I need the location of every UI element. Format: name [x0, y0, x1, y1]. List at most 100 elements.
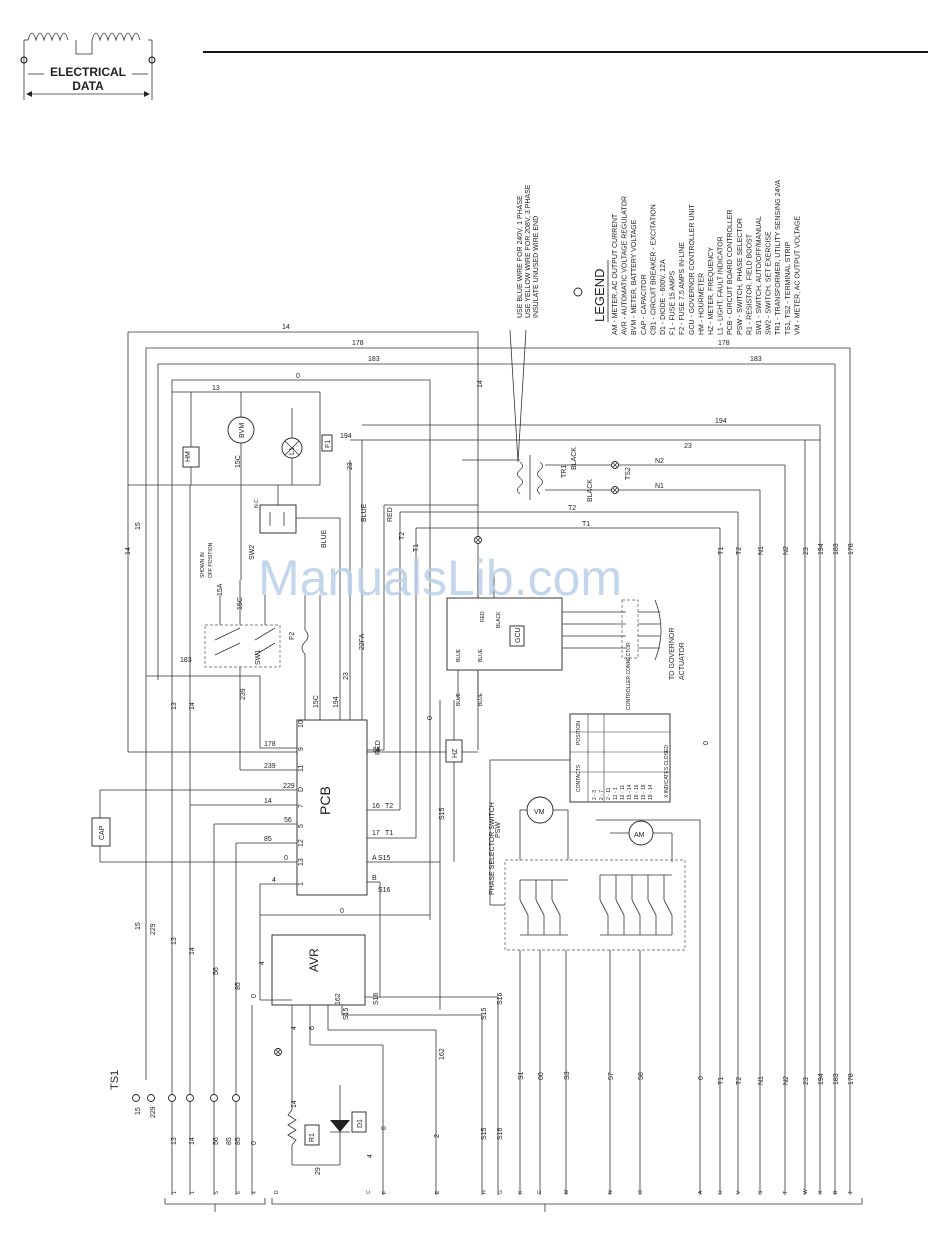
wire-label-4-pcb: 4 [272, 877, 276, 884]
notes-block: USE BLUE WIRE FOR 240V, 1 PHASE USE YELL… [517, 184, 540, 318]
svg-text:U: U [718, 1190, 724, 1194]
svg-text:13: 13 [298, 858, 305, 866]
gcu-label: GCU [515, 627, 522, 643]
bottom-terminal-pins: D C F E H G K C M N O A U V S T W X B J [274, 1189, 854, 1194]
wire-label-13-v: 13 [171, 702, 178, 710]
svg-text:T: T [783, 1191, 789, 1194]
legend-item: F2 - FUSE 7.5 AMPS IN-LINE [679, 242, 686, 335]
wire-label-15a: 15A [217, 583, 224, 596]
legend-item: TS1, TS2 - TERMINAL STRIP [785, 241, 792, 335]
wire-label-15c-sw1: 15C [237, 597, 244, 610]
svg-text:0: 0 [698, 1076, 705, 1080]
pcb-left-pins: 10 9 11 D 7 5 12 13 1 [298, 720, 305, 886]
voltmeter [519, 796, 569, 860]
legend-item: L1 - LIGHT, FAULT INDICATOR [718, 236, 725, 335]
svg-text:USE BLUE WIRE FOR 240V, 1 PHAS: USE BLUE WIRE FOR 240V, 1 PHASE [517, 195, 524, 318]
wire-label-194-bus: 194 [818, 543, 825, 555]
svg-text:N: N [608, 1190, 614, 1194]
wire-label-red-top: RED [387, 507, 394, 522]
svg-text:X: X [818, 1190, 824, 1194]
svg-text:5: 5 [298, 824, 305, 828]
terminal-strip-ts2 [611, 461, 785, 494]
svg-text:N1: N1 [758, 1076, 765, 1085]
pcb-left-wires [99, 769, 297, 1095]
gcu-black-label: BLACK [496, 611, 502, 628]
contacts-table-rows: 2 - 3 2 - 7 2 - 11 12 - 1 12 - 11 15 - 1… [592, 784, 654, 800]
ts1-terminals [132, 999, 292, 1195]
svg-text:19 - 18: 19 - 18 [641, 784, 647, 800]
transformer-tr1 [462, 329, 615, 500]
svg-text:13: 13 [171, 1137, 178, 1145]
legend-item: TR1 - TRANSFORMER, UTILITY SENSING 24VA [775, 179, 782, 335]
wire-label-23-bus: 23 [803, 547, 810, 555]
svg-text:F: F [382, 1191, 388, 1194]
wire-label-183-right: 183 [750, 356, 762, 363]
wire-label-194-pcb: 194 [333, 696, 340, 708]
legend-title: LEGEND [592, 269, 607, 322]
sw1-label: SW1 [255, 650, 262, 665]
svg-text:S1: S1 [518, 1071, 525, 1080]
svg-text:19 - 14: 19 - 14 [648, 784, 654, 800]
wire-label-s16-avr: S16 [373, 992, 380, 1005]
svg-text:14: 14 [189, 1137, 196, 1145]
svg-text:J: J [848, 1191, 854, 1194]
svg-text:T2: T2 [736, 1077, 743, 1085]
d1-label: D1 [357, 1119, 364, 1128]
wire-label-183-bus: 183 [833, 543, 840, 555]
wire-label-14-v: 14 [125, 547, 132, 555]
svg-text:USE YELLOW WIRE FOR 208V, 3 PH: USE YELLOW WIRE FOR 208V, 3 PHASE [525, 184, 532, 318]
contacts-table [569, 713, 671, 803]
diode-d1 [330, 1085, 367, 1165]
ts1-label: TS1 [109, 1070, 121, 1090]
svg-text:12 - 11: 12 - 11 [620, 785, 626, 800]
legend-item: BVM - METER, BATTERY VOLTAGE [631, 219, 638, 335]
wire-label-s15: S15 [378, 855, 391, 862]
wire-label-red: RED [375, 740, 382, 755]
wire-label-0-ts1: 0 [251, 994, 258, 998]
wire-label-n2: N2 [655, 458, 664, 465]
svg-text:29: 29 [315, 1167, 322, 1175]
wire-label-178-right: 178 [718, 340, 730, 347]
wire-label-229-ts1: 229 [150, 923, 157, 935]
svg-text:H: H [482, 1190, 488, 1194]
svg-text:00: 00 [538, 1072, 545, 1080]
svg-text:4: 4 [367, 1154, 374, 1158]
right-bus [596, 348, 851, 1195]
bvm-label: BVM [239, 423, 246, 438]
wire-label-14-right: 14 [477, 380, 484, 388]
phase-selector-switch [489, 759, 686, 1195]
svg-text:C: C [537, 1190, 543, 1194]
f1-label: F1 [325, 440, 332, 448]
gcu-blue-label-3: BLUE [456, 692, 462, 706]
svg-text:15 - 16: 15 - 16 [634, 784, 640, 800]
wire-label-162: 162 [335, 993, 342, 1005]
legend-item: F1 - FUSE 15 AMPS [670, 270, 677, 335]
svg-text:58: 58 [638, 1072, 645, 1080]
svg-text:W: W [803, 1189, 809, 1194]
pcb-pin-a: A [372, 855, 377, 862]
header-title-line2: DATA [72, 79, 104, 93]
svg-text:D: D [298, 787, 305, 792]
wire-label-194-right: 194 [715, 418, 727, 425]
svg-text:2: 2 [434, 1134, 441, 1138]
tr1-label: TR1 [561, 465, 568, 478]
actuator-label: ACTUATOR [679, 642, 686, 680]
wire-label-0-v: 0 [427, 716, 434, 720]
wire-label-239: 239 [240, 688, 247, 700]
ts2-label: TS2 [625, 467, 632, 480]
wire-label-15c-pcb: 15C [313, 695, 320, 708]
legend-item: D1 - DIODE - 600V, 12A [660, 259, 667, 335]
legend-item: HZ - METER, FREQUENCY [708, 247, 715, 335]
gcu-red-label: RED [480, 611, 486, 622]
wire-label-162-bus: 162 [439, 1048, 446, 1060]
svg-text:S16: S16 [497, 1127, 504, 1140]
psw-title: PHASE SELECTOR SWITCH [489, 802, 496, 895]
svg-text:5: 5 [214, 1191, 220, 1194]
frequency-meter [445, 700, 463, 862]
svg-text:C: C [366, 1190, 372, 1194]
ts1-term-229: 229 [150, 1106, 157, 1118]
fuse-f1 [319, 392, 333, 485]
wire-label-15c: 15C [235, 455, 242, 468]
svg-text:85: 85 [235, 1137, 242, 1145]
svg-text:1: 1 [172, 1191, 178, 1194]
